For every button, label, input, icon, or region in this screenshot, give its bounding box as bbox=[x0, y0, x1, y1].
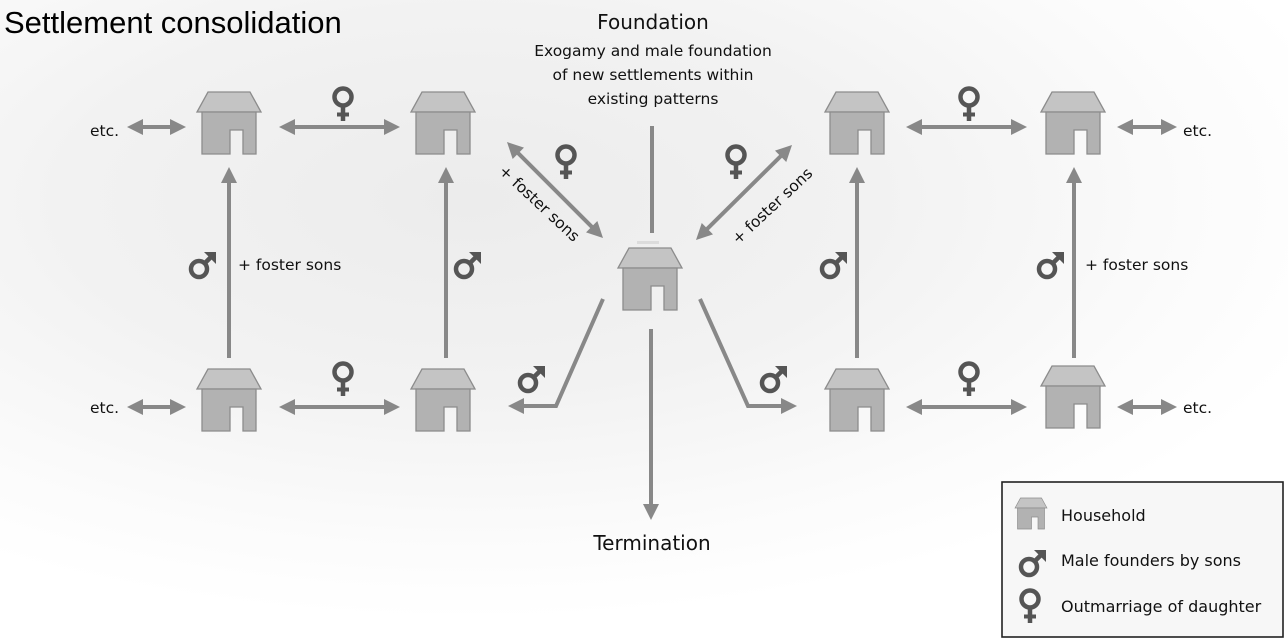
tl2-center-arrow-tail bbox=[507, 142, 524, 159]
tr1-tr2-arrow-head bbox=[1011, 119, 1027, 135]
tl2-center-arrow bbox=[512, 147, 598, 233]
br1-br2-arrow-head bbox=[1011, 399, 1027, 415]
br1-tr1-arrow-head bbox=[849, 167, 865, 183]
tr1-center-arrow-head bbox=[696, 223, 713, 240]
legend-label-female: Outmarriage of daughter bbox=[1061, 597, 1262, 616]
foundation-heading: Foundation bbox=[597, 10, 709, 34]
center-bl2-arrow bbox=[518, 298, 605, 408]
male-symbol-icon bbox=[1039, 252, 1064, 277]
house-icon bbox=[196, 91, 262, 155]
household-center bbox=[617, 241, 683, 311]
tl1-tl2-arrow-head bbox=[384, 119, 400, 135]
etc-bl1-arrow-head bbox=[170, 399, 186, 415]
house-icon bbox=[1014, 497, 1048, 530]
female-symbol-icon bbox=[961, 364, 978, 397]
household-br2 bbox=[1040, 365, 1106, 429]
house-icon bbox=[824, 368, 890, 432]
center-marker bbox=[637, 241, 659, 244]
foundation-line-2: of new settlements within bbox=[553, 66, 754, 84]
house-icon bbox=[410, 368, 476, 432]
foster-sons-label-left: + foster sons bbox=[238, 256, 341, 274]
br2-etc-arrow-tail bbox=[1117, 399, 1133, 415]
foster-sons-label-diag-right: + foster sons bbox=[728, 164, 816, 248]
tl2-center-arrow-head bbox=[586, 221, 603, 238]
etc-tl1-arrow-head bbox=[170, 119, 186, 135]
center-br1-arrow-head bbox=[781, 398, 797, 414]
center-br1-arrow bbox=[698, 298, 787, 408]
female-symbol-icon bbox=[335, 364, 352, 397]
br2-tr2-arrow-head bbox=[1066, 167, 1082, 183]
female-symbol-icon bbox=[558, 147, 575, 180]
household-tl1 bbox=[196, 91, 262, 155]
household-bl1 bbox=[196, 368, 262, 432]
household-br1 bbox=[824, 368, 890, 432]
tr1-center-arrow-tail bbox=[775, 145, 792, 162]
female-symbol-icon bbox=[335, 89, 352, 122]
tl1-tl2-arrow-tail bbox=[279, 119, 295, 135]
male-symbol-icon bbox=[456, 252, 481, 277]
legend-box bbox=[1001, 481, 1284, 638]
etc-label-bottom-right: etc. bbox=[1183, 399, 1212, 417]
house-icon bbox=[196, 368, 262, 432]
female-symbol-icon bbox=[961, 89, 978, 122]
etc-label-top-left: etc. bbox=[90, 122, 119, 140]
tr2-etc-arrow-tail bbox=[1117, 119, 1133, 135]
house-icon bbox=[1040, 365, 1106, 429]
household-tr1 bbox=[824, 91, 890, 155]
household-tl2 bbox=[410, 91, 476, 155]
tr2-etc-arrow-head bbox=[1161, 119, 1177, 135]
diagram-title: Settlement consolidation bbox=[4, 5, 342, 40]
etc-tl1-arrow-tail bbox=[127, 119, 143, 135]
male-symbol-icon bbox=[762, 366, 787, 391]
foundation-line-1: Exogamy and male foundation bbox=[534, 42, 772, 60]
bl1-bl2-arrow-tail bbox=[279, 399, 295, 415]
household-tr2 bbox=[1040, 91, 1106, 155]
male-symbol-icon bbox=[191, 252, 216, 277]
household-bl2 bbox=[410, 368, 476, 432]
tr1-center-arrow bbox=[701, 150, 787, 235]
female-symbol-icon bbox=[728, 147, 745, 180]
legend: Household Male founders by sons Outmarri… bbox=[1001, 481, 1284, 638]
etc-bl1-arrow-tail bbox=[127, 399, 143, 415]
termination-label: Termination bbox=[592, 531, 710, 555]
house-icon bbox=[617, 247, 683, 311]
male-symbol-icon bbox=[520, 366, 545, 391]
house-icon bbox=[410, 91, 476, 155]
br2-etc-arrow-head bbox=[1161, 399, 1177, 415]
foundation-line-3: existing patterns bbox=[588, 90, 719, 108]
foster-sons-label-right: + foster sons bbox=[1085, 256, 1188, 274]
male-symbol-icon bbox=[822, 252, 847, 277]
house-icon bbox=[1040, 91, 1106, 155]
etc-label-top-right: etc. bbox=[1183, 122, 1212, 140]
bl1-tl1-arrow-head bbox=[221, 167, 237, 183]
termination-arrow-head bbox=[643, 504, 659, 520]
bl1-bl2-arrow-head bbox=[384, 399, 400, 415]
legend-label-male: Male founders by sons bbox=[1061, 551, 1241, 570]
arrows-layer bbox=[127, 119, 1177, 520]
etc-label-bottom-left: etc. bbox=[90, 399, 119, 417]
house-icon bbox=[824, 91, 890, 155]
center-bl2-arrow-head bbox=[508, 398, 524, 414]
tr1-tr2-arrow-tail bbox=[906, 119, 922, 135]
legend-label-household: Household bbox=[1061, 506, 1146, 525]
br1-br2-arrow-tail bbox=[906, 399, 922, 415]
bl2-tl2-arrow-head bbox=[438, 167, 454, 183]
